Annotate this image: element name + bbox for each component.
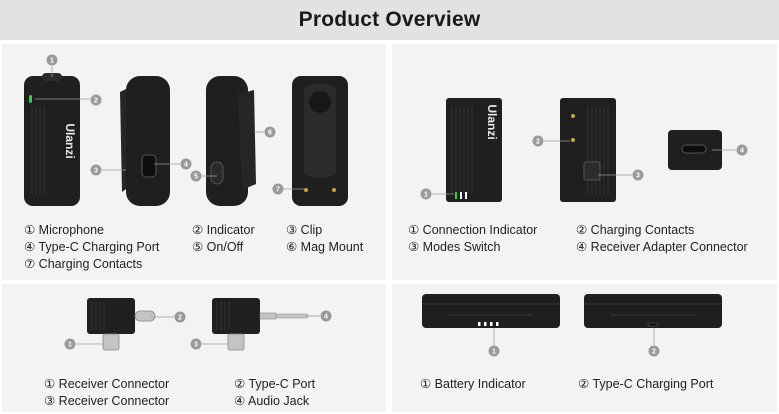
modes-switch [583, 161, 601, 181]
callout-3 [190, 338, 202, 350]
svg-text:4: 4 [184, 162, 188, 169]
transmitter-front-view: Ulanzi [24, 73, 80, 206]
svg-text:4: 4 [324, 314, 328, 321]
receiver-adapter-connector [668, 130, 722, 170]
transmitter-back-view [206, 76, 256, 206]
label-charging-contacts: ② Charging Contacts [576, 223, 695, 237]
charging-case-callouts [488, 345, 660, 357]
callout-7 [272, 183, 284, 195]
label-receiver-adapter-connector: ④ Receiver Adapter Connector [576, 240, 748, 254]
svg-text:1: 1 [50, 58, 54, 65]
callout-4 [320, 310, 332, 322]
svg-text:6: 6 [268, 130, 272, 137]
callout-2 [648, 345, 660, 357]
svg-text:3: 3 [194, 342, 198, 349]
label-audio-jack: ④ Audio Jack [234, 394, 310, 408]
svg-text:2: 2 [94, 98, 98, 105]
svg-text:1: 1 [492, 349, 496, 356]
receiver-front-view: Ulanzi [446, 98, 502, 202]
label-receiver-connector-1: ① Receiver Connector [44, 377, 170, 391]
transmitter-callouts [46, 54, 284, 195]
charging-case-panel: 1 2 ① Battery Indicator ② Type-C Chargin… [392, 284, 777, 412]
label-modes-switch: ③ Modes Switch [408, 240, 501, 254]
receiver-illustration: Ulanzi [420, 98, 748, 202]
brand-logo: Ulanzi [485, 104, 499, 139]
callout-1 [46, 54, 58, 66]
type-c-adapter [87, 298, 156, 351]
callout-6 [264, 126, 276, 138]
svg-text:5: 5 [194, 174, 198, 181]
callout-3 [632, 169, 644, 181]
header-bar: Product Overview [0, 0, 779, 40]
label-type-c-charging-port: ④ Type-C Charging Port [24, 240, 160, 254]
svg-text:3: 3 [636, 173, 640, 180]
callout-3 [90, 164, 102, 176]
label-type-c-port: ② Type-C Port [234, 377, 316, 391]
connectors-panel: 1 2 3 4 ① Receiver Connector ② Type-C Po… [2, 284, 386, 412]
indicator-led [29, 95, 32, 103]
label-receiver-connector-2: ③ Receiver Connector [44, 394, 170, 408]
receiver-callouts [420, 135, 748, 200]
svg-text:1: 1 [68, 342, 72, 349]
svg-text:7: 7 [276, 187, 280, 194]
callout-1 [64, 338, 76, 350]
connection-led-1 [455, 192, 457, 199]
svg-text:4: 4 [740, 148, 744, 155]
callout-5 [190, 170, 202, 182]
label-charging-contacts: ⑦ Charging Contacts [24, 257, 143, 271]
brand-logo: Ulanzi [63, 123, 77, 158]
label-connection-indicator: ① Connection Indicator [408, 223, 538, 237]
callout-2 [174, 311, 186, 323]
receiver-back-view [560, 98, 616, 202]
label-type-c-charging-port: ② Type-C Charging Port [578, 377, 714, 391]
label-indicator: ② Indicator [192, 223, 255, 237]
connection-led-3 [465, 192, 467, 199]
charging-case-back [584, 294, 722, 328]
connectors-illustration: 1 2 3 4 [64, 298, 332, 351]
transmitter-illustration: Ulanzi [24, 54, 348, 206]
svg-text:2: 2 [536, 139, 540, 146]
svg-text:3: 3 [94, 168, 98, 175]
audio-jack-adapter [212, 298, 309, 351]
label-clip: ③ Clip [286, 223, 323, 237]
page-title: Product Overview [298, 8, 481, 31]
svg-text:2: 2 [178, 315, 182, 322]
transmitter-panel: Ulanzi [2, 44, 386, 280]
label-battery-indicator: ① Battery Indicator [420, 377, 526, 391]
callout-2 [90, 94, 102, 106]
svg-text:1: 1 [424, 192, 428, 199]
svg-text:2: 2 [652, 349, 656, 356]
charging-case-illustration: 1 2 [422, 294, 722, 357]
label-on-off: ⑤ On/Off [192, 240, 244, 254]
label-microphone: ① Microphone [24, 223, 104, 237]
callout-2 [532, 135, 544, 147]
charging-case-front [422, 294, 560, 328]
callout-1 [488, 345, 500, 357]
label-mag-mount: ⑥ Mag Mount [286, 240, 364, 254]
callout-4 [736, 144, 748, 156]
receiver-panel: Ulanzi [392, 44, 777, 280]
callout-1 [420, 188, 432, 200]
transmitter-side-view [120, 76, 170, 206]
connectors-callouts [64, 310, 332, 350]
transmitter-rear-view [292, 76, 348, 206]
callout-4 [180, 158, 192, 170]
connection-led-2 [460, 192, 462, 199]
